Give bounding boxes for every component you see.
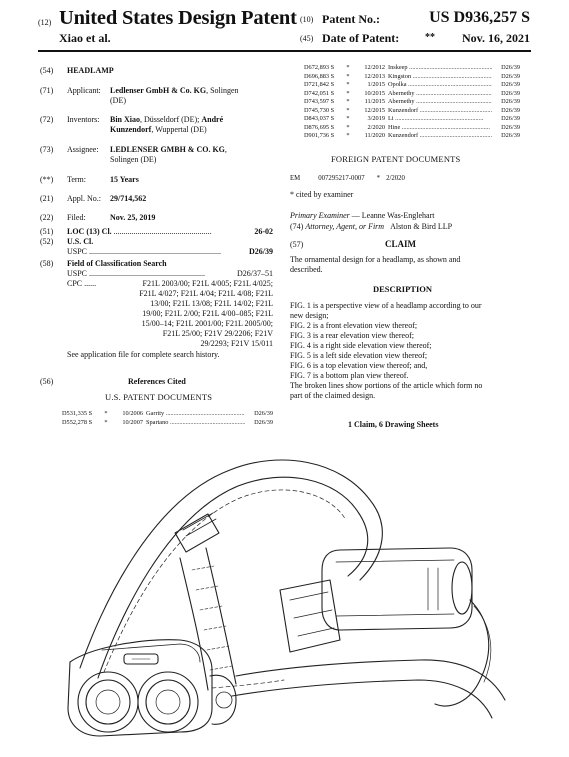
cpc-line: F21L 4/027; F21L 4/04; F21L 4/08; F21L — [139, 289, 273, 298]
assignee-code: (73) — [40, 145, 54, 154]
inventors-value-line2: Kunzendorf, Wuppertal (DE) — [110, 125, 207, 134]
design-title: HEADLAMP — [67, 66, 114, 75]
us-doc-row: D743,597 S*11/2015AbernethyD26/39 — [304, 98, 520, 106]
inventors-value-line1: Bin Xiao, Düsseldorf (DE); André — [110, 115, 224, 124]
figure-line: FIG. 7 is a bottom plan view thereof. — [290, 371, 409, 380]
field-search-uspc-value: D26/37–51 — [235, 269, 273, 279]
applicant-code: (71) — [40, 86, 54, 95]
us-docs-heading: U.S. PATENT DOCUMENTS — [105, 392, 213, 402]
cpc-line: 29/2293; F21V 15/011 — [200, 339, 273, 348]
figure-line: FIG. 4 is a right side elevation view th… — [290, 341, 432, 350]
attorney-line: (74) Attorney, Agent, or Firm Alston & B… — [290, 222, 453, 231]
primary-examiner: Primary Examiner — Leanne Was-Englehart — [290, 211, 435, 220]
date-of-patent-label: Date of Patent: — [322, 31, 400, 45]
us-doc-row: D672,893 S*12/2012InskeepD26/39 — [304, 64, 520, 72]
us-doc-row: D721,842 S*1/2015OpolkaD26/39 — [304, 81, 520, 89]
us-doc-row: D696,883 S*12/2013KingstonD26/39 — [304, 73, 520, 81]
us-cl-code: (52) — [40, 237, 54, 246]
cpc-line: 19/00; F21L 2/00; F21L 4/00–085; F21L — [142, 309, 273, 318]
patent-no-code: (10) — [300, 15, 314, 24]
figure-line: FIG. 2 is a front elevation view thereof… — [290, 321, 418, 330]
applicant-country: (DE) — [110, 96, 126, 105]
appl-no-value: 29/714,562 — [110, 194, 147, 203]
us-cl-label: U.S. Cl. — [67, 237, 94, 246]
us-doc-row: D742,051 S*10/2015AbernethyD26/39 — [304, 90, 520, 98]
claim-heading: CLAIM — [385, 239, 416, 249]
patent-number: US D936,257 S — [429, 9, 530, 26]
us-doc-row: D876,695 S*2/2020HineD26/39 — [304, 124, 520, 132]
description-heading: DESCRIPTION — [373, 284, 433, 294]
term-label: Term: — [67, 175, 86, 184]
assignee-label: Assignee: — [67, 145, 99, 154]
term-value: 15 Years — [110, 175, 139, 184]
applicant-label: Applicant: — [67, 86, 101, 95]
field-search-uspc: USPC ...................................… — [67, 269, 206, 278]
cpc-line: F21L 25/00; F21V 29/2206; F21V — [162, 329, 273, 338]
cpc-line: 15/00–14; F21L 2001/00; F21L 2005/00; — [141, 319, 273, 328]
us-doc-row: D552,278 S*10/2007SpartanoD26/39 — [62, 419, 273, 427]
loc-code: (51) — [40, 227, 54, 236]
field-search-cpc-label: CPC ...... — [67, 279, 97, 288]
header-rule — [38, 50, 531, 52]
claim-text-line: described. — [290, 265, 323, 274]
cpc-line: 13/00; F21L 13/08; F21L 14/02; F21L — [150, 299, 273, 308]
claim-text-line: The ornamental design for a headlamp, as… — [290, 255, 461, 264]
doc-type-code: (12) — [38, 18, 52, 27]
refs-cited-heading: References Cited — [128, 377, 186, 386]
inventors-label: Inventors: — [67, 115, 100, 124]
term-code: (**) — [40, 175, 54, 184]
loc-label: LOC (13) Cl. ...........................… — [67, 227, 212, 236]
assignee-city: Solingen (DE) — [110, 155, 157, 164]
claims-summary: 1 Claim, 6 Drawing Sheets — [348, 420, 439, 429]
figure-line: new design; — [290, 311, 329, 320]
us-doc-row: D901,736 S*11/2020KunzendorfD26/39 — [304, 132, 520, 140]
us-doc-row: D843,037 S*3/2019LiD26/39 — [304, 115, 520, 123]
term-extension-marks: ** — [425, 32, 435, 43]
broken-lines-note-line: The broken lines show portions of the ar… — [290, 381, 483, 390]
us-doc-row: D531,335 S*10/2006GarrityD26/39 — [62, 410, 273, 418]
date-of-patent: Nov. 16, 2021 — [461, 31, 530, 45]
filed-label: Filed: — [67, 213, 86, 222]
appl-no-label: Appl. No.: — [67, 194, 101, 203]
us-doc-row: D745,730 S*12/2015KunzendorfD26/39 — [304, 107, 520, 115]
field-search-code: (58) — [40, 259, 54, 268]
cited-by-examiner-note: * cited by examiner — [290, 190, 354, 199]
filed-code: (22) — [40, 213, 54, 222]
us-cl-uspc: USPC ...................................… — [67, 247, 222, 256]
filed-value: Nov. 25, 2019 — [110, 213, 156, 222]
inventors-code: (72) — [40, 115, 54, 124]
figure-line: FIG. 6 is a top elevation view thereof; … — [290, 361, 428, 370]
loc-value: 26-02 — [252, 227, 273, 237]
assignee-value: LEDLENSER GMBH & CO. KG, — [110, 145, 227, 154]
us-cl-value: D26/39 — [247, 247, 273, 257]
claim-text: The ornamental design for a headlamp, as… — [290, 255, 522, 275]
appl-no-code: (21) — [40, 194, 54, 203]
applicant-value: Ledlenser GmbH & Co. KG, Solingen — [110, 86, 239, 95]
patent-type-title: United States Design Patent — [59, 7, 297, 29]
foreign-docs-heading: FOREIGN PATENT DOCUMENTS — [331, 154, 461, 164]
date-code: (45) — [300, 34, 314, 43]
headlamp-drawing — [67, 459, 506, 737]
title-code: (54) — [40, 66, 54, 75]
figure-line: FIG. 1 is a perspective view of a headla… — [290, 301, 482, 310]
broken-lines-note-line: part of the claimed design. — [290, 391, 376, 400]
claim-code: (57) — [290, 240, 304, 249]
field-search-label: Field of Classification Search — [67, 259, 167, 268]
figure-list: FIG. 1 is a perspective view of a headla… — [290, 301, 525, 401]
figure-line: FIG. 3 is a rear elevation view thereof; — [290, 331, 414, 340]
figure-line: FIG. 5 is a left side elevation view the… — [290, 351, 428, 360]
refs-cited-code: (56) — [40, 377, 54, 386]
search-history-note: See application file for complete search… — [67, 350, 220, 359]
inventors-short: Xiao et al. — [59, 31, 111, 45]
cpc-line: F21L 2003/00; F21L 4/005; F21L 4/025; — [142, 279, 273, 288]
patent-no-label: Patent No.: — [322, 12, 380, 26]
